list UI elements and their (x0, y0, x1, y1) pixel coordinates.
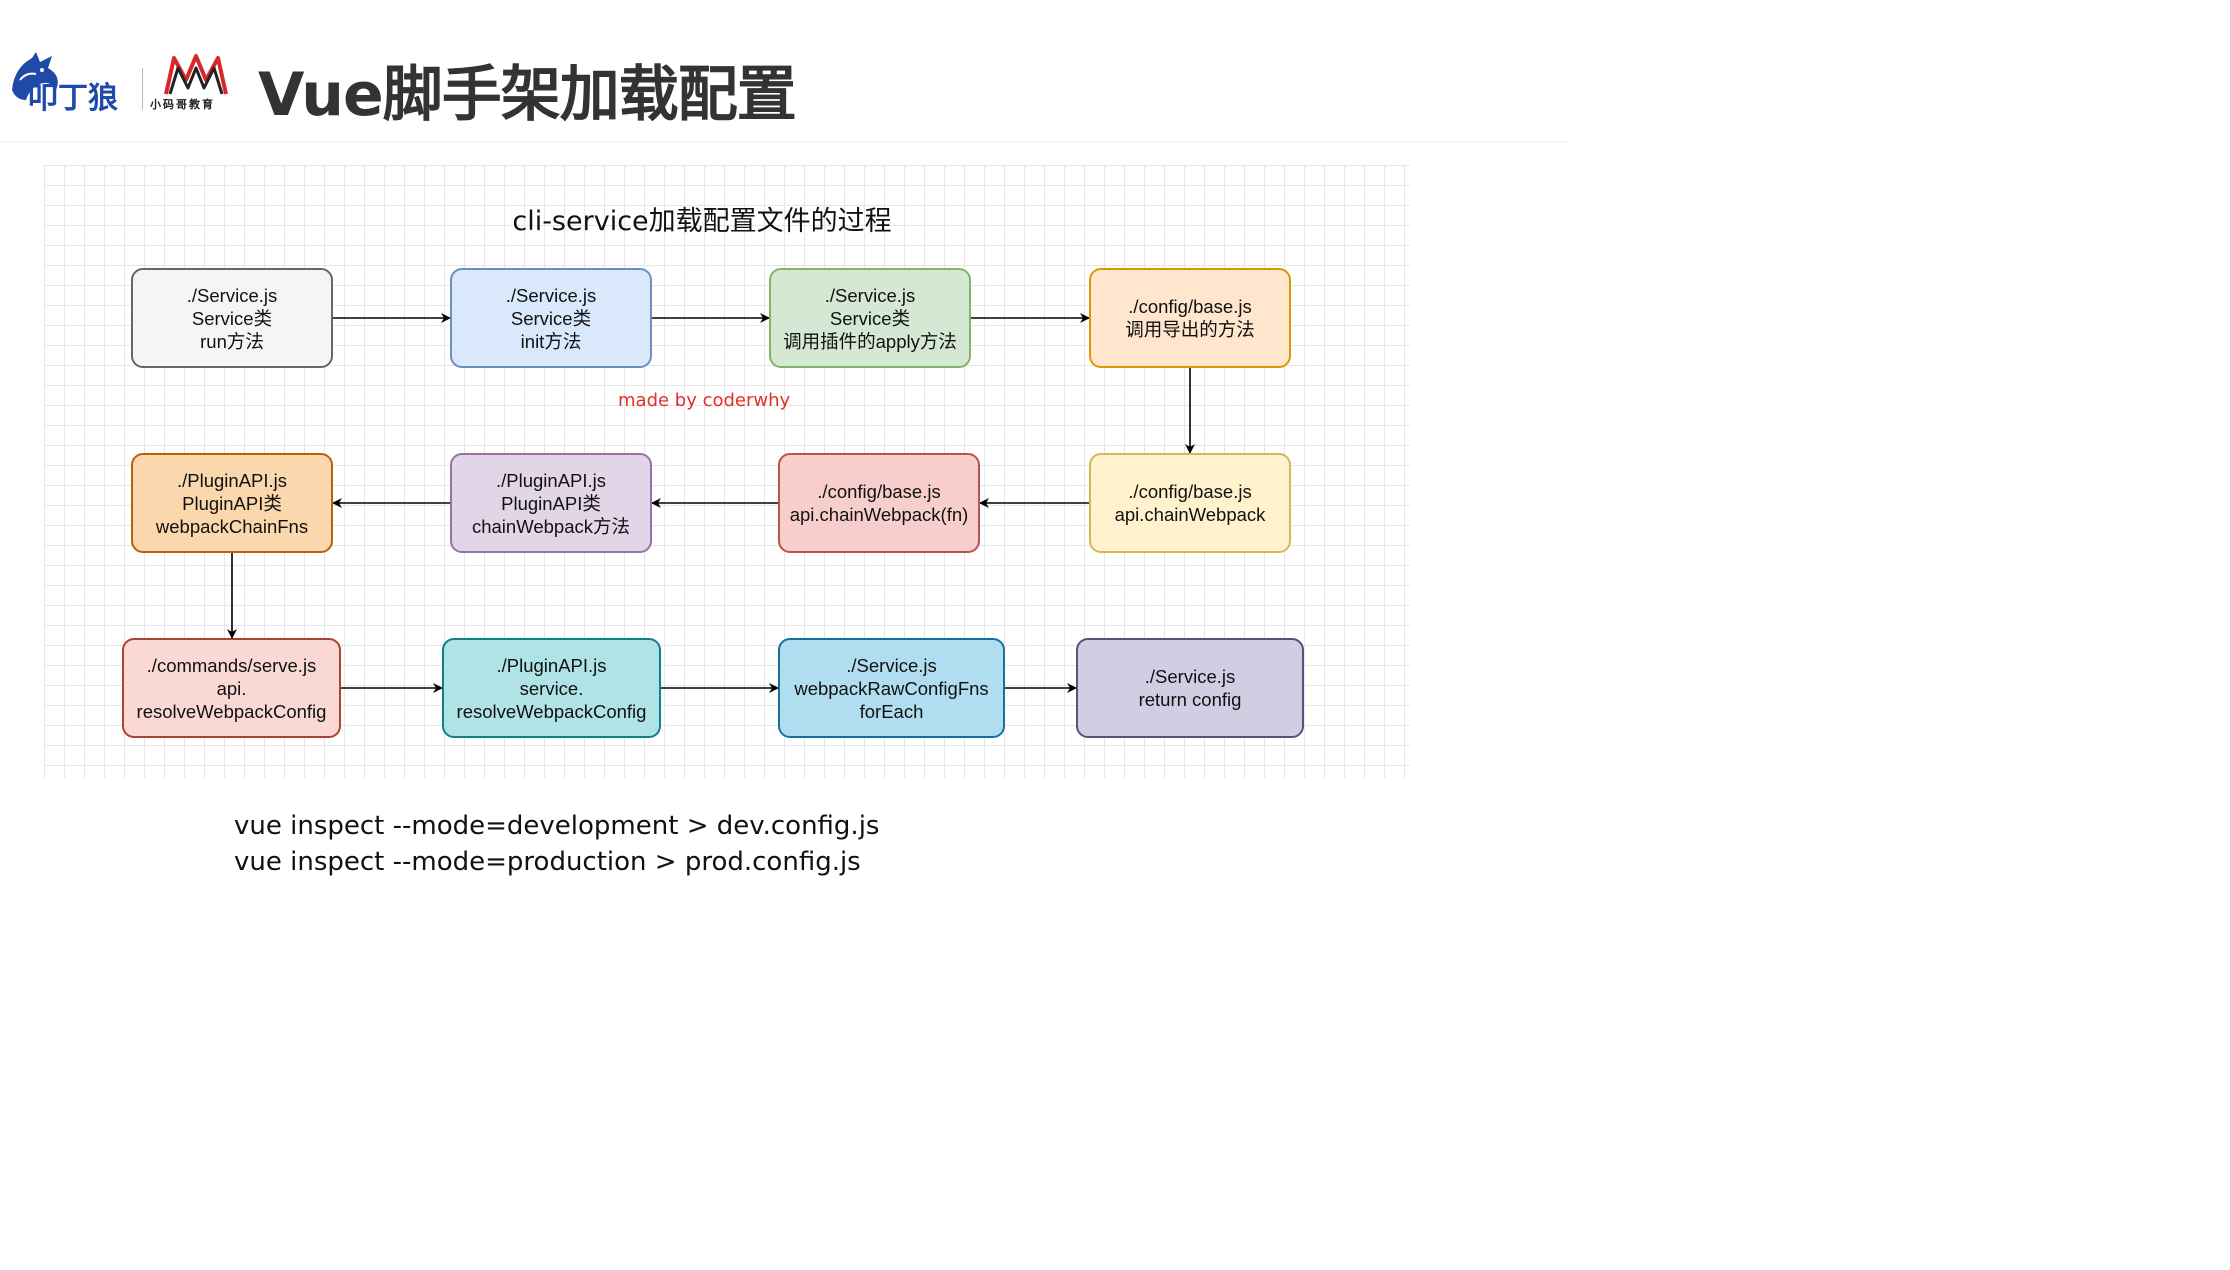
diagram-title: cli-service加载配置文件的过程 (512, 206, 892, 237)
flow-node-line: webpackChainFns (155, 515, 309, 537)
flow-node-line: PluginAPI类 (182, 492, 282, 514)
flow-node-line: ./PluginAPI.js (495, 469, 607, 491)
flow-node-line: ./PluginAPI.js (496, 654, 607, 676)
logo-divider (142, 68, 143, 110)
flow-node-line: Service类 (829, 307, 911, 329)
flow-node-line: ./Service.js (824, 284, 916, 306)
diagram-edges (227, 313, 1195, 693)
flow-node-line: ./config/base.js (817, 481, 941, 502)
flow-node-line: return config (1138, 689, 1242, 710)
flow-node-line: 调用插件的apply方法 (783, 330, 957, 352)
page-title: Vue脚手架加载配置 (258, 60, 797, 130)
xiaomage-logo-icon (164, 54, 228, 95)
logo-caption: 小码哥教育 (150, 98, 215, 111)
svg-text:叩丁狼: 叩丁狼 (28, 81, 118, 116)
flow-node-line: ./Service.js (505, 284, 597, 306)
flow-node-line: ./Service.js (186, 284, 278, 306)
command-line-development: vue inspect --mode=development > dev.con… (234, 811, 880, 841)
flow-node-line: init方法 (520, 330, 582, 352)
flow-node-line: run方法 (200, 330, 264, 352)
flow-node-line: ./commands/serve.js (146, 654, 317, 676)
slide-header: 叩丁狼 小码哥教育 Vue脚手架加载配置 (0, 0, 1568, 142)
flow-node-line: Service类 (191, 307, 273, 329)
command-list: vue inspect --mode=development > dev.con… (234, 808, 879, 880)
flow-node-line: ./Service.js (846, 654, 937, 676)
flow-node-line: ./config/base.js (1128, 296, 1252, 317)
flow-node-line: resolveWebpackConfig (456, 700, 647, 722)
flow-node-line: chainWebpack方法 (471, 515, 630, 537)
flow-node-line: webpackRawConfigFns (794, 677, 989, 699)
watermark-label: made by coderwhy (618, 390, 791, 411)
flow-node-line: api.chainWebpack (1114, 504, 1266, 525)
flow-node-line: PluginAPI类 (501, 492, 601, 514)
wolf-logo-icon: 叩丁狼 (12, 52, 118, 116)
flow-diagram: cli-service加载配置文件的过程 made by coderwhy ./… (44, 165, 1410, 778)
flow-node-line: ./Service.js (1144, 666, 1236, 687)
flow-node-line: resolveWebpackConfig (136, 700, 327, 722)
flow-node-line: api.chainWebpack(fn) (789, 504, 969, 525)
command-line-production: vue inspect --mode=production > prod.con… (234, 847, 861, 877)
flow-node-line: 调用导出的方法 (1125, 319, 1255, 340)
flow-node-line: Service类 (510, 307, 592, 329)
flow-node-line: ./config/base.js (1128, 481, 1252, 502)
flow-node-line: service. (519, 677, 584, 699)
flow-node-line: ./PluginAPI.js (176, 469, 288, 491)
flow-node-line: forEach (859, 700, 924, 722)
flow-node-line: api. (216, 677, 247, 699)
